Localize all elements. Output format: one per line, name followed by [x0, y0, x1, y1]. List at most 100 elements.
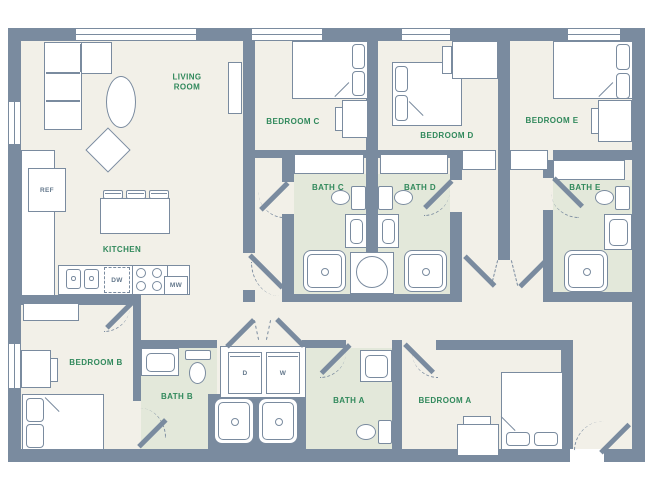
sofa-cushion-line: [46, 100, 80, 102]
label-living-room: LIVING ROOM: [172, 72, 202, 92]
wall-living-east-stub: [243, 290, 255, 302]
label-bedroom-b: BEDROOM B: [69, 357, 123, 367]
wall-bath-e-south: [543, 292, 635, 302]
sink-bath-d: [377, 214, 399, 248]
dryer: D: [228, 352, 262, 394]
desk-chair: [50, 358, 58, 382]
closet-bath-e: [553, 160, 625, 180]
sink-drain: [89, 276, 94, 281]
refrigerator: REF: [28, 168, 66, 212]
appliance-door-line: [230, 356, 260, 358]
sectional-sofa-side: [44, 42, 82, 130]
wall-bath-b-north: [141, 340, 217, 348]
wall-bath-a-north: [302, 340, 346, 348]
toilet-bowl-bath-b: [189, 362, 206, 384]
toilet-tank-bath-c: [351, 186, 366, 210]
label-bath-a: BATH A: [333, 395, 365, 405]
wall-outer-bottom: [8, 449, 645, 462]
wall-bath-c-west-upper: [282, 150, 294, 182]
desk-bedroom-c: [342, 100, 368, 138]
closet-bedroom-b: [23, 303, 79, 321]
pillow: [395, 95, 408, 121]
wall-bath-e-west-upper: [543, 160, 553, 178]
wall-living-east: [243, 41, 255, 253]
bar-stool: [149, 190, 169, 199]
sofa-cushion-line: [46, 72, 80, 74]
toilet-bowl-bath-e: [595, 190, 614, 205]
desk-bedroom-b: [21, 350, 51, 388]
wall-bath-d-east-lower: [450, 212, 462, 302]
appliance-door-line: [268, 356, 298, 358]
closet-bedroom-d-hall: [462, 150, 496, 170]
sink-bath-b: [141, 348, 179, 376]
pillow: [395, 66, 408, 92]
shower-bath-b: [214, 398, 254, 444]
desk-bedroom-e: [598, 100, 632, 142]
label-bath-d: BATH D: [403, 182, 437, 192]
shower-bath-a: [258, 398, 298, 444]
pillow: [506, 432, 530, 446]
kitchen-island: [100, 198, 170, 234]
desk-chair: [591, 108, 599, 134]
pillow: [352, 71, 365, 96]
microwave: MW: [164, 276, 188, 295]
wall-outer-right: [632, 28, 645, 462]
wall-outer-left: [8, 28, 21, 462]
label-bath-b: BATH B: [160, 391, 194, 401]
bar-stool: [126, 190, 146, 199]
entry-door-gap: [570, 449, 604, 462]
label-bedroom-d: BEDROOM D: [420, 130, 474, 140]
pillow: [616, 73, 630, 99]
sink-bath-c: [345, 214, 367, 248]
dishwasher: DW: [104, 267, 130, 293]
desk-chair: [463, 416, 491, 425]
label-bedroom-a: BEDROOM A: [418, 395, 472, 405]
window-bedroom-b: [8, 344, 21, 388]
label-bedroom-c: BEDROOM C: [266, 116, 320, 126]
pillow: [534, 432, 558, 446]
toilet-tank-bath-b: [185, 350, 211, 360]
window-bedroom-d: [402, 28, 450, 41]
pillow: [616, 44, 630, 70]
closet-bath-d: [380, 154, 448, 174]
stove-burner: [152, 281, 162, 291]
sink-drain: [71, 276, 76, 281]
closet-bedroom-e-hall: [510, 150, 548, 170]
toilet-bowl-bath-d: [394, 190, 413, 205]
window-bedroom-e: [568, 28, 620, 41]
stove-burner: [136, 281, 146, 291]
window-living-left: [8, 102, 21, 144]
toilet-tank-bath-d: [378, 186, 393, 210]
label-bath-c: BATH C: [311, 182, 345, 192]
desk-chair: [335, 107, 343, 131]
sink-bath-a: [360, 350, 392, 382]
water-heater: [356, 256, 388, 288]
wall-bedroom-a-north: [436, 340, 573, 350]
toilet-bowl-bath-c: [331, 190, 350, 205]
wall-bedroom-b-east: [133, 295, 141, 401]
tv-console: [228, 62, 242, 114]
desk-chair: [442, 46, 452, 74]
stove-burner: [136, 268, 146, 278]
desk-bedroom-a: [457, 424, 499, 456]
sofa-cushion-line: [80, 44, 82, 72]
wall-bath-c-west-lower: [282, 214, 294, 302]
pillow: [26, 398, 44, 422]
pillow: [352, 44, 365, 69]
wall-bath-core-south: [282, 294, 462, 302]
label-bath-e: BATH E: [569, 182, 601, 192]
window-living-room: [76, 28, 196, 41]
wall-bedroom-a-east: [561, 340, 573, 450]
shower-bath-c: [303, 250, 346, 292]
wall-bath-d-east-upper: [450, 150, 462, 180]
bar-stool: [103, 190, 123, 199]
stove-burner: [152, 268, 162, 278]
window-bedroom-c: [252, 28, 322, 41]
wall-bedroom-de: [498, 28, 510, 260]
shower-bath-e: [564, 250, 608, 292]
pillow: [26, 424, 44, 448]
dresser-bedroom-d: [452, 41, 498, 79]
sink-bath-e: [604, 214, 632, 250]
toilet-tank-bath-e: [615, 186, 630, 210]
